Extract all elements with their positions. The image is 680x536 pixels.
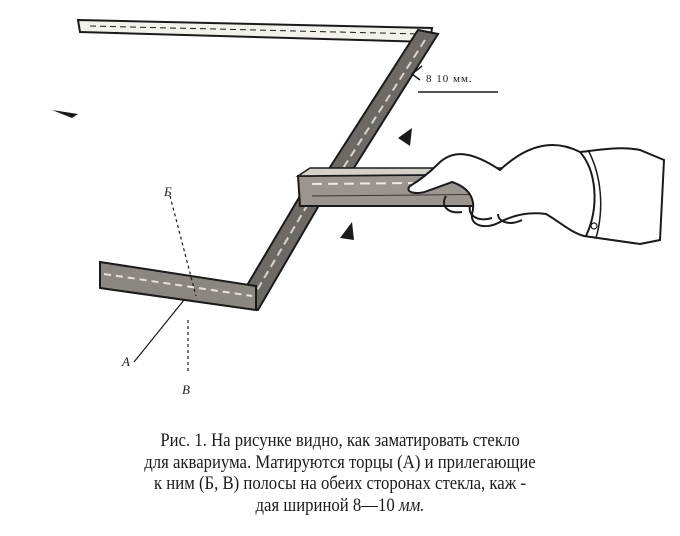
caption-line-1: Рис. 1. На рисунке видно, как заматирова… <box>160 430 520 451</box>
caption-line-2: для аквариума. Матируются торцы (А) и пр… <box>144 451 536 473</box>
caption-unit: мм. <box>398 494 425 516</box>
glass-strip-diagonal-upper <box>316 28 440 192</box>
glass-strip-bottom <box>99 260 257 312</box>
caption-line-4: дая шириной 8—10 мм. <box>57 495 624 517</box>
caption-line-4-text: дая шириной 8—10 <box>255 494 399 516</box>
marker-lines <box>133 195 197 372</box>
arrow-marks <box>52 110 412 240</box>
figure-caption: Рис. 1. На рисунке видно, как заматирова… <box>57 430 624 516</box>
marker-a: А <box>121 354 130 369</box>
hand-drawing <box>407 144 666 246</box>
glass-matting-illustration: 8 10 мм. Б <box>52 18 666 397</box>
caption-line-3: к ним (Б, В) полосы на обеих сторонах ст… <box>153 473 527 494</box>
marker-b-top: Б <box>163 184 172 199</box>
dimension-pointer <box>410 65 498 93</box>
glass-strip-top <box>76 18 434 44</box>
marker-b-bottom: В <box>182 382 190 397</box>
dimension-label: 8 10 мм. <box>426 73 473 85</box>
